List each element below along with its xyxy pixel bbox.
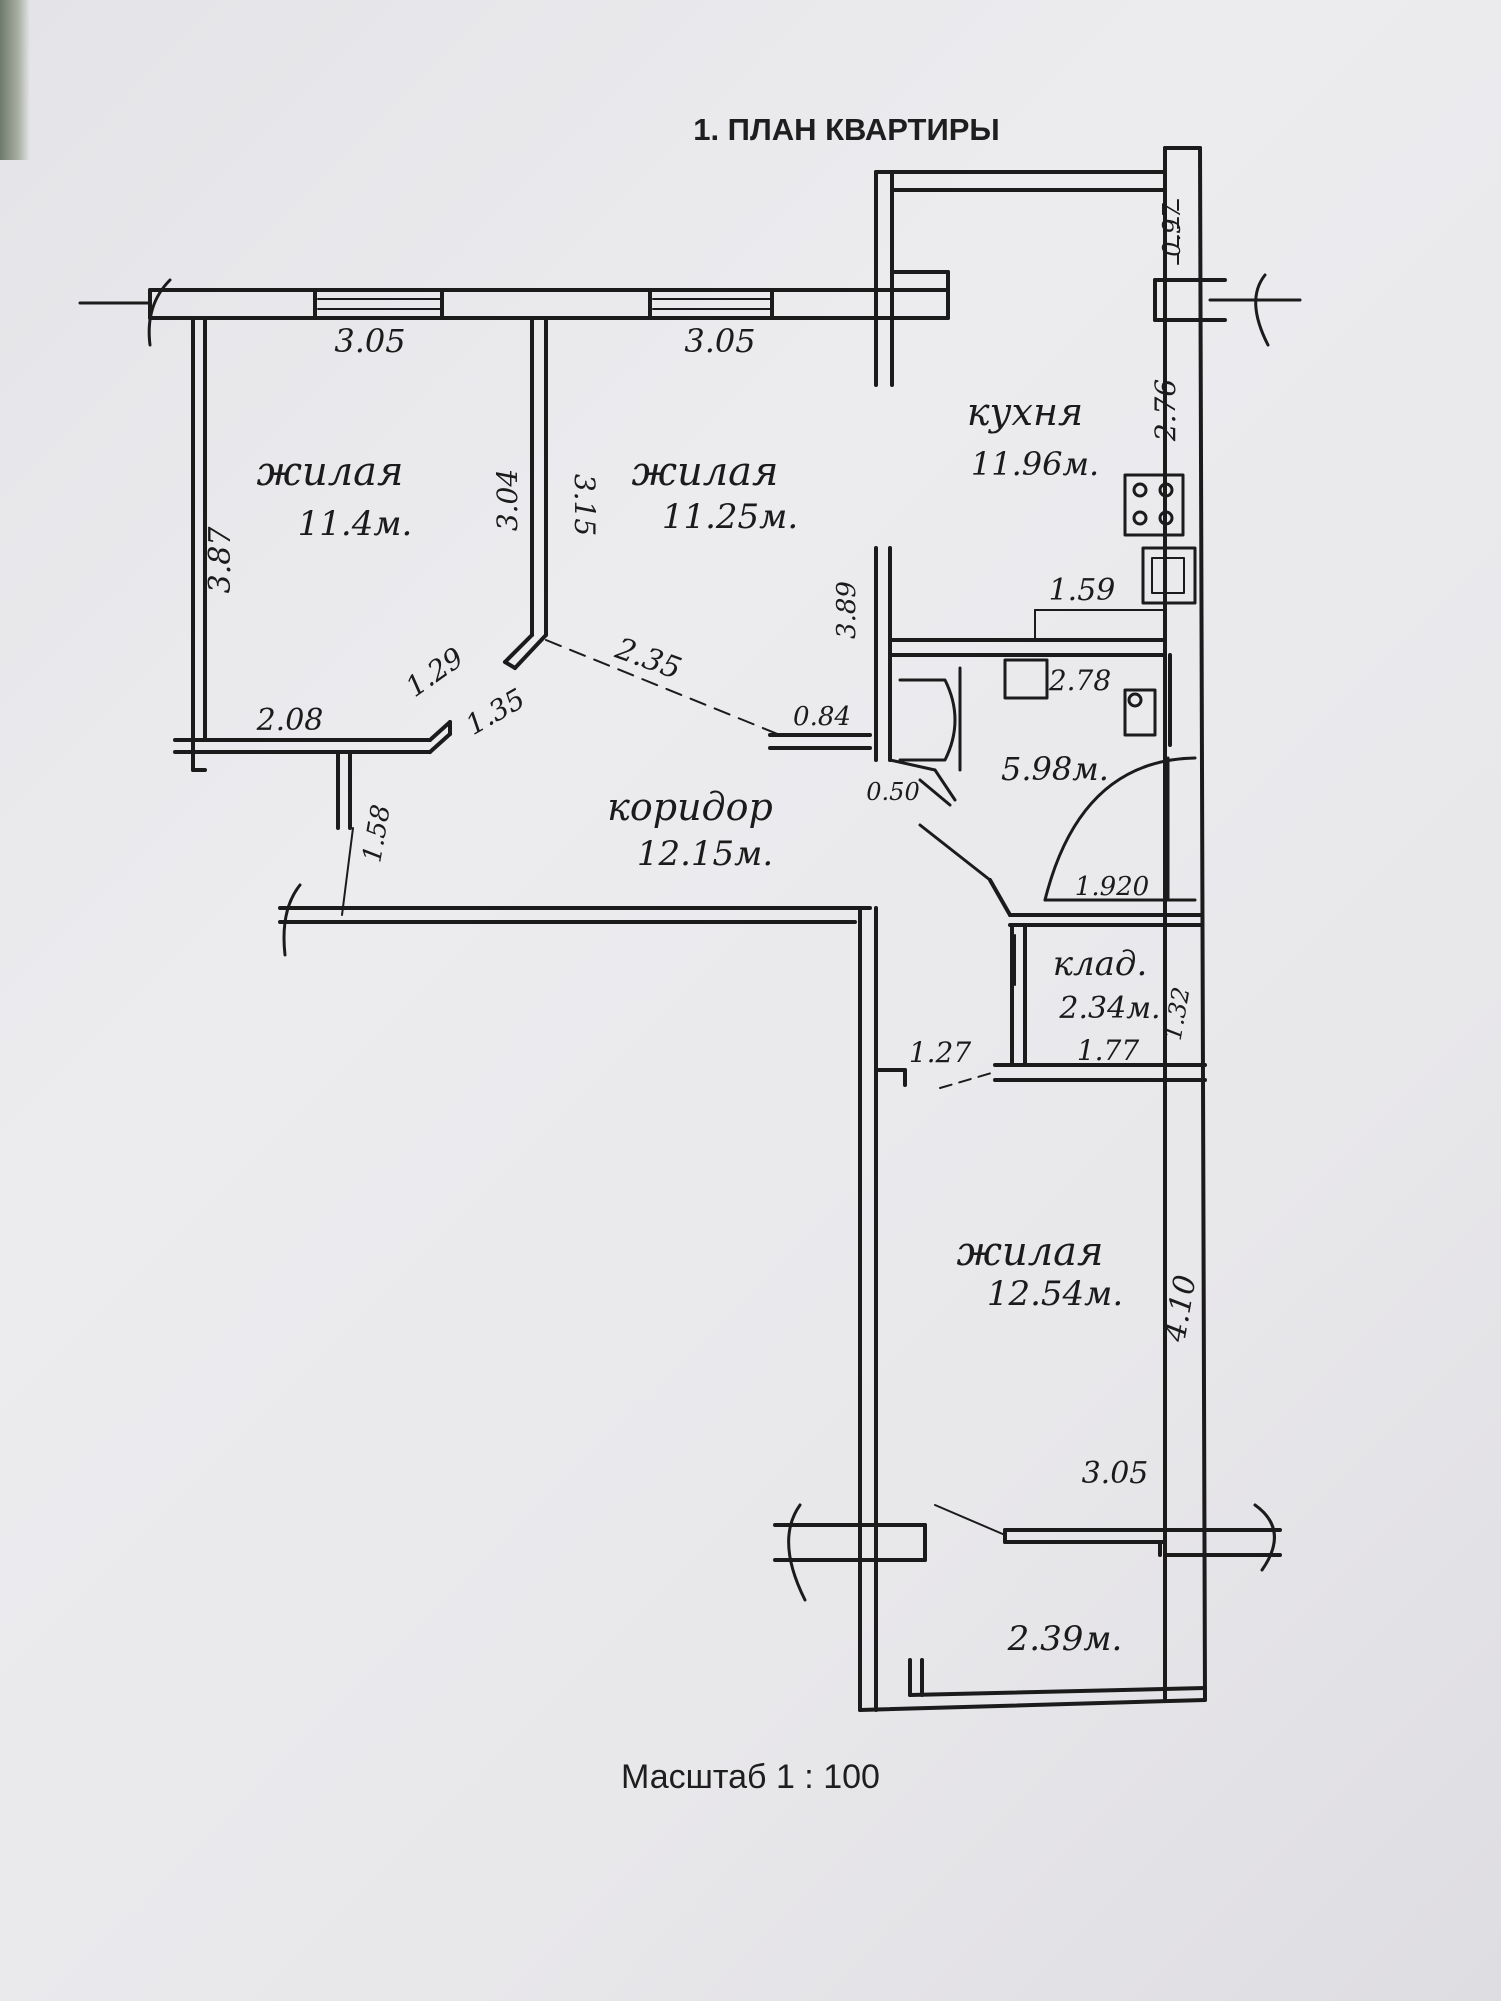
- dim-bath-bottom: 1.920: [1075, 872, 1149, 902]
- storage-walls: [874, 923, 1207, 1089]
- dim-door-3: 0.50: [866, 778, 919, 806]
- dim-top-left: 3.05: [334, 322, 405, 360]
- stove-icon: [1123, 473, 1185, 537]
- corridor-area: 12.15м.: [637, 834, 773, 874]
- dim-door-1: 0.84: [793, 702, 851, 732]
- dim-bath-width: 2.78: [1048, 664, 1111, 697]
- living-1-area: 11.4м.: [298, 504, 413, 544]
- dim-left-bottom: 2.08: [256, 703, 324, 738]
- storage-name: клад.: [1053, 944, 1148, 984]
- dim-kitchen-right: 2.76: [1149, 379, 1182, 442]
- kitchen-partition: [874, 546, 1167, 762]
- dim-partition-1: 3.04: [491, 469, 524, 531]
- bathroom-area: 5.98м.: [1001, 750, 1109, 788]
- top-exterior-wall: [78, 270, 950, 347]
- plan-title: 1. ПЛАН КВАРТИРЫ: [693, 112, 1000, 147]
- dim-kitchen-top: 0.97: [1158, 203, 1186, 257]
- living-3-name: жилая: [956, 1229, 1103, 1275]
- kitchen-name: кухня: [967, 390, 1083, 434]
- storage-area: 2.34м.: [1058, 991, 1160, 1026]
- sink-icon: [1141, 546, 1197, 605]
- partition-wall: [503, 316, 781, 736]
- dim-diagonal-1: 1.29: [400, 641, 470, 704]
- dim-diagonal-2: 2.35: [610, 631, 686, 687]
- living-3-area: 12.54м.: [987, 1274, 1123, 1314]
- dim-partition-2: 3.15: [568, 474, 601, 536]
- background-corner: [0, 0, 30, 160]
- corridor-name: коридор: [607, 785, 773, 829]
- living-1-name: жилая: [256, 449, 403, 495]
- dim-kitchen-bottom: 1.59: [1049, 573, 1116, 608]
- living-2-area: 11.25м.: [662, 497, 798, 537]
- dim-door-4: 1.27: [909, 1036, 972, 1069]
- bottom-exterior-wall: [773, 1503, 1282, 1712]
- living-2-name: жилая: [631, 449, 778, 495]
- dim-door-2: 1.35: [460, 682, 530, 742]
- dim-left-height: 3.87: [203, 526, 238, 594]
- dim-room-3-width: 3.05: [1082, 1456, 1149, 1491]
- dim-kitchen-left: 3.89: [832, 581, 862, 639]
- balcony-area: 2.39м.: [1007, 1619, 1123, 1659]
- corridor-walls: [278, 733, 878, 1712]
- dim-storage-bottom: 1.77: [1077, 1034, 1140, 1067]
- kitchen-area: 11.96м.: [971, 445, 1099, 483]
- living-room-1-walls: [173, 316, 452, 772]
- bathroom-walls: [888, 653, 1202, 927]
- scale-label: Масштаб 1 : 100: [621, 1758, 880, 1796]
- dim-top-mid: 3.05: [684, 322, 755, 360]
- dim-corridor-left: 1.58: [357, 803, 397, 865]
